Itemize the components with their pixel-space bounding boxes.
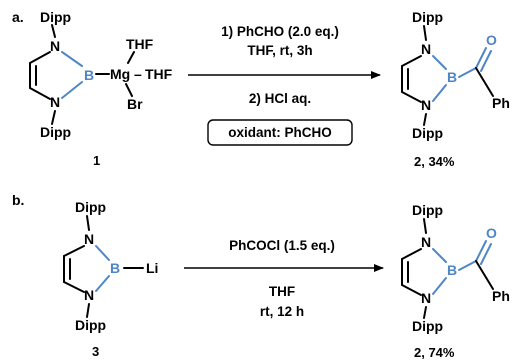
bond-pb-n-top-c — [401, 248, 422, 260]
bond-p-n-bottom-b — [432, 84, 447, 102]
conditions-a-step2: 2) HCl aq. — [249, 91, 311, 106]
product-a-top-dipp: Dipp — [412, 9, 443, 25]
conditions-a-step1-line1: 1) PhCHO (2.0 eq.) — [221, 24, 339, 39]
bond-r3-dipp-n-bottom — [86, 303, 90, 318]
product-a-bottom-dipp: Dipp — [412, 125, 443, 141]
product-a-boron: B — [447, 69, 457, 85]
bond-r3-c-n-bottom — [63, 281, 85, 293]
bond-pb-n-bottom-b — [432, 277, 447, 295]
reactant-3-n-bottom: N — [84, 287, 94, 303]
part-a-label: a. — [12, 9, 24, 25]
product-b-phenyl: Ph — [492, 288, 510, 304]
product-b-label: 2, 74% — [414, 345, 455, 360]
reactant-3-n-top: N — [84, 231, 94, 247]
bond-mg-br — [125, 83, 133, 97]
conditions-a-step1-line2: THF, rt, 3h — [247, 43, 312, 58]
reactant-1: Dipp N N B Dipp Mg – THF THF Br 1 — [29, 9, 173, 168]
oxidant-note: oxidant: PhCHO — [228, 125, 332, 140]
bond-pb-dipp-n-bottom — [423, 306, 427, 319]
scheme-part-b: b. Dipp N N B Li Dipp 3 PhCOCl (1.5 eq.)… — [12, 192, 510, 360]
reactant-1-bottom-dipp: Dipp — [40, 124, 71, 140]
bond-c-n-bottom — [29, 87, 51, 100]
scheme-part-a: a. Dipp N N B Dipp Mg – THF THF Br 1 — [12, 9, 510, 169]
conditions-a: 1) PhCHO (2.0 eq.) THF, rt, 3h 2) HCl aq… — [188, 24, 381, 146]
bond-r3-dipp-n-top — [86, 215, 90, 231]
conditions-b-solvent: THF — [269, 284, 295, 299]
bond-p-c-ph — [475, 67, 494, 97]
product-2-a: Dipp N N B O Ph Dipp 2, 34% — [401, 9, 510, 169]
product-b-n-top: N — [421, 234, 431, 250]
product-b-oxygen: O — [486, 225, 497, 241]
conditions-b-time: rt, 12 h — [260, 304, 304, 319]
reactant-1-magnesium: Mg — [110, 66, 130, 82]
product-a-oxygen: O — [486, 32, 497, 48]
reactant-1-n-top: N — [50, 38, 60, 54]
reactant-1-thf-right: THF — [145, 66, 173, 82]
reactant-1-number: 1 — [93, 153, 100, 168]
conditions-b: PhCOCl (1.5 eq.) THF rt, 12 h — [184, 238, 384, 319]
part-b-label: b. — [12, 192, 24, 208]
product-b-bottom-dipp: Dipp — [412, 318, 443, 334]
reactant-3-number: 3 — [92, 344, 99, 359]
product-b-n-bottom: N — [421, 290, 431, 306]
reactant-3: Dipp N N B Li Dipp 3 — [63, 199, 158, 359]
product-2-b: Dipp N N B O Ph Dipp 2, 74% — [401, 202, 510, 360]
bond-n-top-b — [61, 51, 83, 67]
conditions-b-reagent: PhCOCl (1.5 eq.) — [229, 238, 335, 253]
product-b-top-dipp: Dipp — [412, 202, 443, 218]
reactant-1-thf-top: THF — [126, 36, 154, 52]
bond-pb-c-o-double — [480, 243, 492, 265]
product-a-n-top: N — [421, 41, 431, 57]
product-b-boron: B — [447, 262, 457, 278]
bond-n-bottom-b — [61, 81, 83, 99]
reactant-3-bottom-dipp: Dipp — [75, 317, 106, 333]
reactant-1-n-bottom: N — [50, 94, 60, 110]
bond-pb-c-ph — [475, 260, 494, 290]
product-a-phenyl: Ph — [492, 95, 510, 111]
reactant-3-top-dipp: Dipp — [75, 199, 106, 215]
reactant-1-boron: B — [84, 67, 94, 83]
bond-p-b-c — [458, 67, 477, 78]
bond-pb-c-o — [475, 240, 487, 262]
bond-p-dipp-n-top — [423, 25, 427, 41]
bond-dipp-n-top — [51, 24, 56, 38]
reactant-1-bromine: Br — [127, 96, 143, 112]
bond-pb-b-c — [458, 260, 477, 271]
bond-p-c-o — [475, 47, 487, 69]
bond-p-c-o-double — [480, 50, 492, 72]
oxidant-note-box — [207, 119, 353, 146]
bond-pb-c-n-bottom — [401, 284, 422, 296]
product-a-label: 2, 34% — [414, 154, 455, 169]
reactant-3-boron: B — [110, 260, 120, 276]
product-a-n-bottom: N — [421, 97, 431, 113]
bond-n-top-c — [29, 51, 51, 64]
reactant-1-mg-dash: – — [134, 66, 142, 82]
bond-r3-n-top-c — [63, 245, 85, 257]
bond-mg-thf-top — [127, 51, 135, 64]
bond-r3-n-top-b — [95, 245, 110, 261]
bond-p-n-top-b — [432, 55, 447, 70]
bond-dipp-n-bottom — [51, 110, 56, 125]
bond-p-c-n-bottom — [401, 91, 422, 103]
bond-p-dipp-n-bottom — [423, 113, 427, 126]
reactant-1-top-dipp: Dipp — [40, 9, 71, 25]
bond-p-n-top-c — [401, 55, 422, 67]
reactant-3-lithium: Li — [146, 260, 158, 276]
bond-r3-n-bottom-b — [95, 275, 110, 292]
bond-pb-dipp-n-top — [423, 218, 427, 234]
bond-pb-n-top-b — [432, 248, 447, 263]
